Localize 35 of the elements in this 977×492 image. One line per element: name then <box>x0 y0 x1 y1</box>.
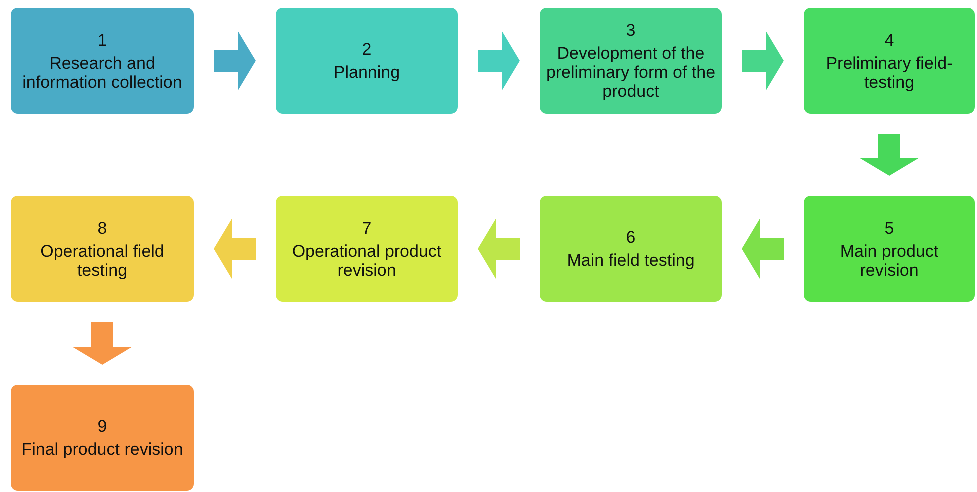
step-number: 7 <box>362 218 372 238</box>
step-number: 8 <box>98 218 108 238</box>
block-arrow <box>72 322 132 365</box>
step-label: Development of the preliminary form of the product <box>546 44 716 101</box>
process-box <box>540 8 722 114</box>
block-arrow <box>214 31 256 91</box>
step-label: Main product revision <box>839 242 940 280</box>
step-number: 1 <box>98 30 108 50</box>
block-arrow <box>860 134 920 176</box>
step-number: 9 <box>98 417 108 436</box>
step-label: Final product revision <box>22 440 184 459</box>
step-label: Planning <box>334 63 400 82</box>
block-arrow <box>478 219 520 279</box>
block-arrow <box>742 31 784 91</box>
process-box <box>804 196 975 302</box>
step-number: 3 <box>626 21 636 40</box>
process-box <box>276 196 458 302</box>
process-box <box>11 385 194 491</box>
process-box <box>276 8 458 114</box>
block-arrow <box>478 31 520 91</box>
process-box <box>11 8 194 114</box>
step-label: Operational field testing <box>40 242 166 280</box>
step-label: Main field testing <box>567 251 695 270</box>
step-number: 6 <box>626 228 636 247</box>
process-box <box>804 8 975 114</box>
step-label: Research and information collection <box>22 54 184 92</box>
step-number: 5 <box>884 218 894 238</box>
process-box <box>540 196 722 302</box>
step-number: 2 <box>362 40 372 59</box>
step-number: 4 <box>884 30 894 50</box>
process-box <box>11 196 194 302</box>
block-arrow <box>214 219 256 279</box>
step-label: Operational product revision <box>291 242 443 280</box>
step-label: Preliminary field-testing <box>825 54 954 92</box>
block-arrow <box>742 219 784 279</box>
